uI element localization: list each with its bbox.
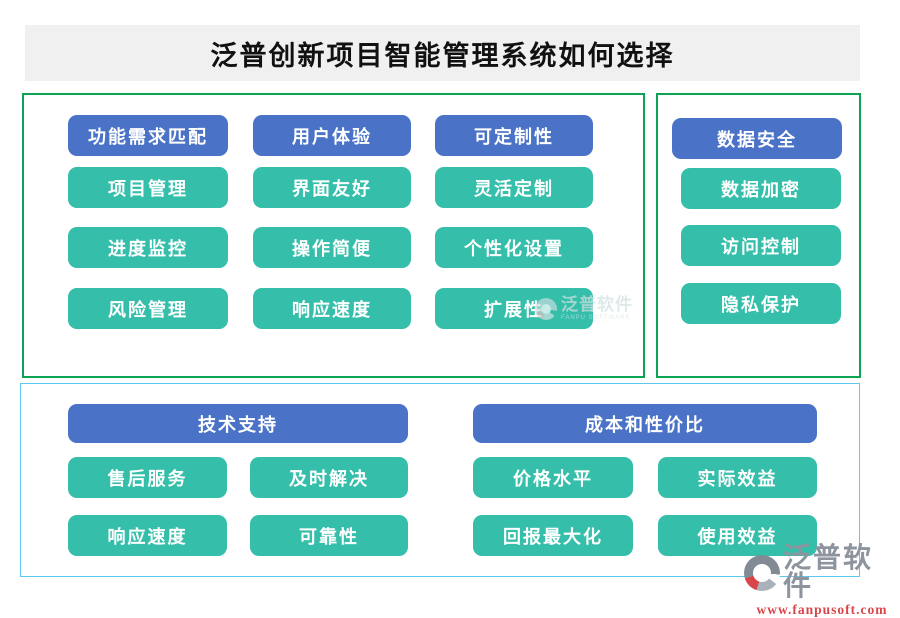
- node-actual-benefit: 实际效益: [658, 457, 817, 498]
- panel-support-and-cost: 技术支持 售后服务 及时解决 响应速度 可靠性 成本和性价比 价格水平 实际效益…: [20, 383, 860, 577]
- node-response-speed: 响应速度: [253, 288, 411, 329]
- panel-criteria-left: 功能需求匹配 项目管理 进度监控 风险管理 用户体验 界面友好 操作简便 响应速…: [22, 93, 645, 378]
- group-header-cost-performance: 成本和性价比: [473, 404, 817, 443]
- node-after-sales-service: 售后服务: [68, 457, 227, 498]
- node-data-encryption: 数据加密: [681, 168, 841, 209]
- node-price-level: 价格水平: [473, 457, 633, 498]
- node-flexible-customization: 灵活定制: [435, 167, 593, 208]
- footer-brand: 泛普软件 www.fanpusoft.com: [744, 545, 900, 618]
- node-easy-operation: 操作简便: [253, 227, 411, 268]
- node-progress-monitoring: 进度监控: [68, 227, 228, 268]
- node-reliability: 可靠性: [250, 515, 408, 556]
- fanpu-logo-icon: [744, 555, 780, 591]
- group-header-data-security: 数据安全: [672, 118, 842, 159]
- node-extensibility: 扩展性: [435, 288, 593, 329]
- node-usage-benefit: 使用效益: [658, 515, 817, 556]
- node-access-control: 访问控制: [681, 225, 841, 266]
- node-privacy-protection: 隐私保护: [681, 283, 841, 324]
- node-response-speed-2: 响应速度: [68, 515, 227, 556]
- node-maximize-return: 回报最大化: [473, 515, 633, 556]
- node-friendly-interface: 界面友好: [253, 167, 411, 208]
- node-personalized-settings: 个性化设置: [435, 227, 593, 268]
- node-timely-resolution: 及时解决: [250, 457, 408, 498]
- group-header-user-experience: 用户体验: [253, 115, 411, 156]
- panel-data-security: 数据安全 数据加密 访问控制 隐私保护: [656, 93, 861, 378]
- page-title: 泛普创新项目智能管理系统如何选择: [25, 25, 860, 81]
- group-header-customizability: 可定制性: [435, 115, 593, 156]
- node-project-management: 项目管理: [68, 167, 228, 208]
- group-header-function-match: 功能需求匹配: [68, 115, 228, 156]
- footer-website-url: www.fanpusoft.com: [756, 602, 888, 617]
- node-risk-management: 风险管理: [68, 288, 228, 329]
- group-header-tech-support: 技术支持: [68, 404, 408, 443]
- footer-brand-name: 泛普软件: [783, 543, 874, 602]
